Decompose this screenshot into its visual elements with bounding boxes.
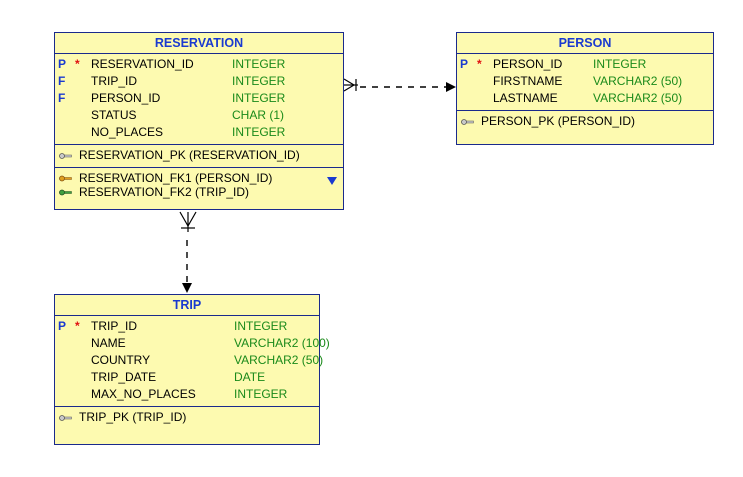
primary-key-section: RESERVATION_PK (RESERVATION_ID) bbox=[55, 145, 343, 168]
key-icon bbox=[461, 119, 474, 125]
column-flag: F bbox=[58, 91, 66, 105]
key-icon bbox=[59, 153, 72, 159]
column-row[interactable]: NAME VARCHAR2 (100) bbox=[55, 335, 330, 352]
column-type: DATE bbox=[234, 370, 266, 384]
column-name: MAX_NO_PLACES bbox=[91, 387, 196, 401]
foreign-key-row[interactable]: RESERVATION_FK1 (PERSON_ID) bbox=[55, 170, 343, 187]
column-row[interactable]: FIRSTNAME VARCHAR2 (50) bbox=[457, 73, 713, 90]
required-marker: * bbox=[477, 57, 482, 71]
column-name: PERSON_ID bbox=[493, 57, 563, 71]
relationship-reservation-person bbox=[343, 78, 456, 92]
column-flag: P bbox=[460, 57, 469, 71]
column-name: RESERVATION_ID bbox=[91, 57, 194, 71]
foreign-key-icon bbox=[59, 189, 72, 196]
table-reservation[interactable]: RESERVATION P * RESERVATION_ID INTEGER F TRI… bbox=[54, 32, 344, 210]
column-row[interactable]: F PERSON_ID INTEGER bbox=[55, 90, 343, 107]
column-type: VARCHAR2 (100) bbox=[234, 336, 330, 350]
primary-key-row[interactable]: RESERVATION_PK (RESERVATION_ID) bbox=[55, 147, 343, 164]
column-flag: P bbox=[58, 57, 67, 71]
table-trip[interactable]: TRIP P * TRIP_ID INTEGER NAME VARCHAR2 (100)… bbox=[54, 294, 330, 445]
primary-key-label: RESERVATION_PK (RESERVATION_ID) bbox=[79, 148, 300, 162]
required-marker: * bbox=[75, 319, 80, 333]
column-list: P * TRIP_ID INTEGER NAME VARCHAR2 (100) COUN… bbox=[55, 316, 330, 407]
primary-key-row[interactable]: PERSON_PK (PERSON_ID) bbox=[457, 113, 713, 130]
relationship-reservation-trip bbox=[179, 211, 197, 293]
column-flag: P bbox=[58, 319, 67, 333]
column-row[interactable]: LASTNAME VARCHAR2 (50) bbox=[457, 90, 713, 107]
column-name: PERSON_ID bbox=[91, 91, 161, 105]
column-row[interactable]: P * PERSON_ID INTEGER bbox=[457, 56, 713, 73]
column-list: P * PERSON_ID INTEGER FIRSTNAME VARCHAR2 (50… bbox=[457, 54, 713, 111]
column-name: NAME bbox=[91, 336, 126, 350]
foreign-key-row[interactable]: RESERVATION_FK2 (TRIP_ID) bbox=[55, 184, 343, 201]
column-type: INTEGER bbox=[232, 125, 286, 139]
column-type: CHAR (1) bbox=[232, 108, 285, 122]
column-type: INTEGER bbox=[232, 57, 286, 71]
foreign-key-icon bbox=[59, 175, 72, 182]
foreign-key-label: RESERVATION_FK1 (PERSON_ID) bbox=[79, 171, 273, 185]
scroll-down-triangle-icon[interactable] bbox=[327, 177, 337, 185]
column-row[interactable]: NO_PLACES INTEGER bbox=[55, 124, 343, 141]
column-name: TRIP_ID bbox=[91, 319, 138, 333]
table-person[interactable]: PERSON P * PERSON_ID INTEGER FIRSTNAME VARCH… bbox=[456, 32, 714, 145]
table-title: RESERVATION bbox=[55, 33, 343, 54]
primary-key-label: PERSON_PK (PERSON_ID) bbox=[481, 114, 636, 128]
column-row[interactable]: MAX_NO_PLACES INTEGER bbox=[55, 386, 319, 403]
foreign-key-label: RESERVATION_FK2 (TRIP_ID) bbox=[79, 185, 250, 199]
primary-key-row[interactable]: TRIP_PK (TRIP_ID) bbox=[55, 409, 319, 426]
column-name: FIRSTNAME bbox=[493, 74, 563, 88]
column-flag: F bbox=[58, 74, 66, 88]
column-row[interactable]: P * TRIP_ID INTEGER bbox=[55, 318, 319, 335]
column-name: COUNTRY bbox=[91, 353, 151, 367]
key-icon bbox=[59, 415, 72, 421]
column-name: NO_PLACES bbox=[91, 125, 164, 139]
column-row[interactable]: F TRIP_ID INTEGER bbox=[55, 73, 343, 90]
column-type: INTEGER bbox=[232, 74, 286, 88]
column-name: TRIP_DATE bbox=[91, 370, 157, 384]
column-type: INTEGER bbox=[232, 91, 286, 105]
column-name: LASTNAME bbox=[493, 91, 558, 105]
column-name: STATUS bbox=[91, 108, 137, 122]
column-type: INTEGER bbox=[234, 319, 288, 333]
required-marker: * bbox=[75, 57, 80, 71]
primary-key-section: PERSON_PK (PERSON_ID) bbox=[457, 111, 713, 133]
column-row[interactable]: TRIP_DATE DATE bbox=[55, 369, 319, 386]
table-title: PERSON bbox=[457, 33, 713, 54]
table-title: TRIP bbox=[55, 295, 319, 316]
column-row[interactable]: COUNTRY VARCHAR2 (50) bbox=[55, 352, 324, 369]
column-row[interactable]: STATUS CHAR (1) bbox=[55, 107, 343, 124]
column-type: INTEGER bbox=[234, 387, 288, 401]
primary-key-section: TRIP_PK (TRIP_ID) bbox=[55, 407, 319, 429]
foreign-key-section[interactable]: RESERVATION_FK1 (PERSON_ID) RESERVATION_… bbox=[55, 168, 343, 199]
column-type: INTEGER bbox=[593, 57, 647, 71]
column-type: VARCHAR2 (50) bbox=[593, 74, 683, 88]
column-row[interactable]: P * RESERVATION_ID INTEGER bbox=[55, 56, 343, 73]
column-type: VARCHAR2 (50) bbox=[234, 353, 324, 367]
primary-key-label: TRIP_PK (TRIP_ID) bbox=[79, 410, 187, 424]
column-name: TRIP_ID bbox=[91, 74, 138, 88]
column-type: VARCHAR2 (50) bbox=[593, 91, 683, 105]
